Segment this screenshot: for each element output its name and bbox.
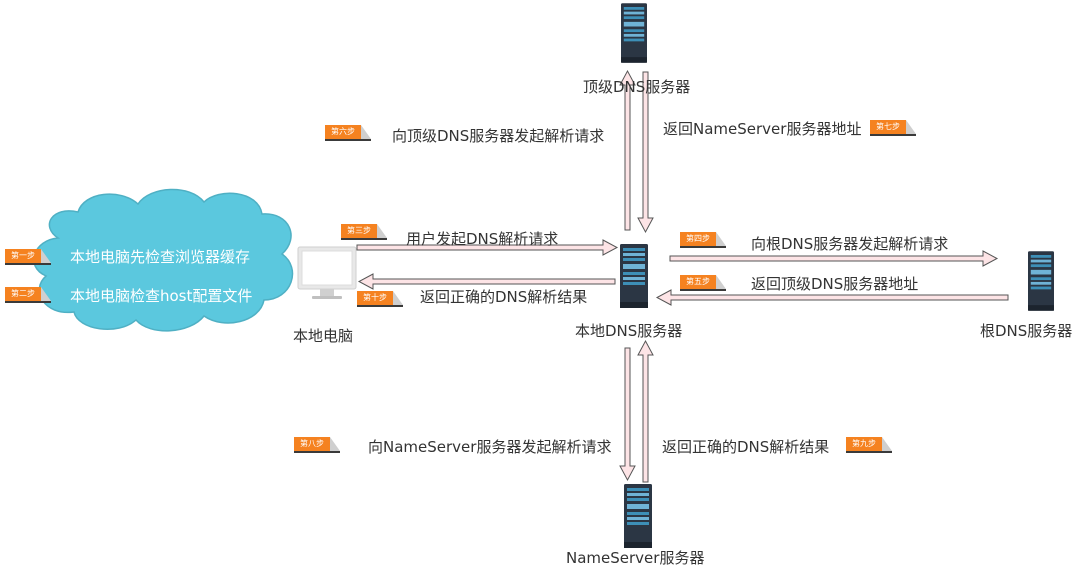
step-tag-4-text: 第四步	[680, 232, 716, 246]
cloud-shape	[33, 188, 294, 332]
step-tag-6-text: 第六步	[325, 125, 361, 139]
step-tag-5: 第五步	[680, 275, 726, 291]
monitor-icon	[297, 246, 357, 299]
step-tag-3-text: 第三步	[341, 224, 377, 238]
node-label-tld-dns: 顶级DNS服务器	[583, 78, 691, 96]
node-label-local-pc: 本地电脑	[293, 327, 354, 345]
node-label-root-dns: 根DNS服务器	[980, 322, 1073, 340]
arrow-label-step4: 向根DNS服务器发起解析请求	[751, 235, 949, 253]
step-tag-2-text: 第二步	[5, 287, 41, 301]
tld-server-icon	[621, 3, 647, 63]
arrow-label-step3: 用户发起DNS解析请求	[406, 230, 559, 248]
step-tag-4: 第四步	[680, 232, 726, 248]
step-tag-7-text: 第七步	[870, 120, 906, 134]
step-tag-10: 第十步	[357, 291, 403, 307]
arrow-label-step8: 向NameServer服务器发起解析请求	[368, 438, 612, 456]
step-tag-9: 第九步	[846, 437, 892, 453]
cloud-line-browser-cache: 本地电脑先检查浏览器缓存	[70, 248, 251, 266]
arrow-step6	[619, 69, 636, 231]
arrow-label-step7: 返回NameServer服务器地址	[663, 120, 862, 138]
node-label-local-dns: 本地DNS服务器	[575, 322, 683, 340]
arrow-step7	[637, 71, 654, 234]
node-label-nameserver: NameServer服务器	[566, 549, 705, 567]
step-tag-1-text: 第一步	[5, 249, 41, 263]
step-tag-8: 第八步	[294, 437, 340, 453]
arrow-label-step6: 向顶级DNS服务器发起解析请求	[392, 127, 605, 145]
arrow-step3	[356, 239, 619, 256]
arrow-label-step9: 返回正确的DNS解析结果	[662, 438, 830, 456]
step-tag-2: 第二步	[5, 287, 51, 303]
arrow-step5	[655, 289, 1009, 306]
step-tag-6: 第六步	[325, 125, 371, 141]
arrow-step8	[619, 347, 636, 482]
arrow-label-step10: 返回正确的DNS解析结果	[420, 288, 588, 306]
arrow-step9	[637, 339, 654, 483]
local-dns-server-icon	[620, 244, 648, 308]
arrow-label-step5: 返回顶级DNS服务器地址	[751, 275, 919, 293]
step-tag-8-text: 第八步	[294, 437, 330, 451]
step-tag-3: 第三步	[341, 224, 387, 240]
step-tag-7: 第七步	[870, 120, 916, 136]
cloud-line-host-file: 本地电脑检查host配置文件	[70, 287, 253, 305]
step-tag-9-text: 第九步	[846, 437, 882, 451]
root-server-icon	[1028, 251, 1054, 311]
step-tag-1: 第一步	[5, 249, 51, 265]
arrow-step10	[357, 273, 616, 290]
arrow-step4	[669, 250, 999, 267]
nameserver-icon	[624, 484, 652, 548]
step-tag-10-text: 第十步	[357, 291, 393, 305]
step-tag-5-text: 第五步	[680, 275, 716, 289]
